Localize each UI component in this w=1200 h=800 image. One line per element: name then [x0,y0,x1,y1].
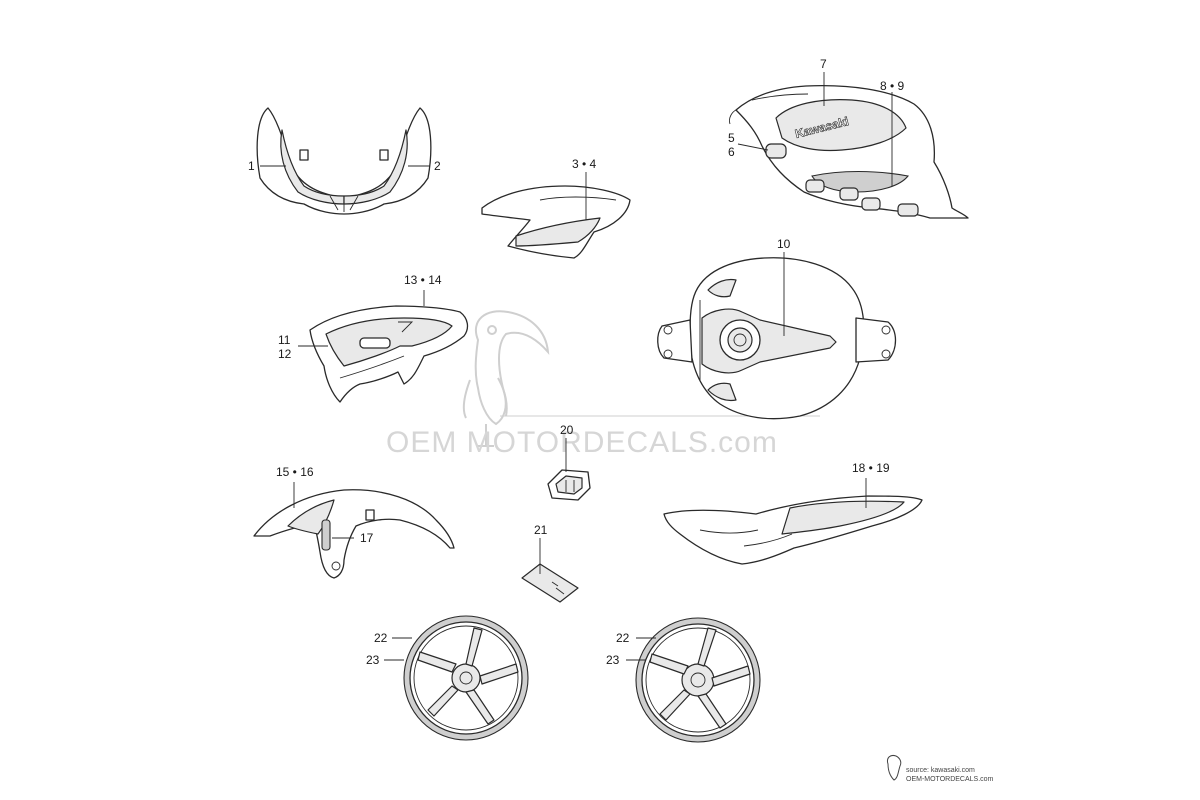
upper-side-fairing [481,185,631,259]
rear-wheel [635,617,761,743]
callout-21: 21 [534,523,548,537]
watermark: OEM MOTORDECALS.com [386,310,820,459]
callout-3-4: 3 • 4 [572,157,597,171]
callout-5: 5 [728,131,735,145]
callout-22-front: 22 [374,631,388,645]
callout-10: 10 [777,237,791,251]
callout-13-14: 13 • 14 [404,273,442,287]
callout-18-19: 18 • 19 [852,461,890,475]
callout-11: 11 [278,333,291,347]
callout-12: 12 [278,347,292,361]
toucan-logo-icon [887,755,902,781]
callout-6: 6 [728,145,735,159]
callout-20: 20 [560,423,574,437]
front-cowl [256,107,432,215]
callout-22-rear: 22 [616,631,630,645]
front-fender [253,489,455,579]
small-emblem [547,469,591,501]
callout-7: 7 [820,57,827,71]
callout-23-front: 23 [366,653,380,667]
middle-side-fairing [309,305,469,403]
callout-2: 2 [434,159,441,173]
front-wheel [403,615,529,741]
leader-lines [260,72,893,661]
warning-label [521,563,579,603]
fuel-tank [657,257,897,420]
callout-1: 1 [248,159,255,173]
watermark-text: OEM MOTORDECALS.com [386,426,778,459]
callouts: 1 2 3 • 4 5 6 7 8 • 9 10 11 12 13 • 14 1… [248,57,905,667]
source-line-2: OEM-MOTORDECALS.com [906,776,994,783]
seat-cowl [663,495,923,565]
callout-23-rear: 23 [606,653,620,667]
callout-15-16: 15 • 16 [276,465,314,479]
tank-cover-top: Kawasaki [729,85,969,219]
toucan-watermark-icon [462,310,550,447]
source-note: source: kawasaki.com OEM-MOTORDECALS.com [887,755,994,783]
source-line-1: source: kawasaki.com [906,767,975,774]
callout-8-9: 8 • 9 [880,79,905,93]
callout-17: 17 [360,531,374,545]
